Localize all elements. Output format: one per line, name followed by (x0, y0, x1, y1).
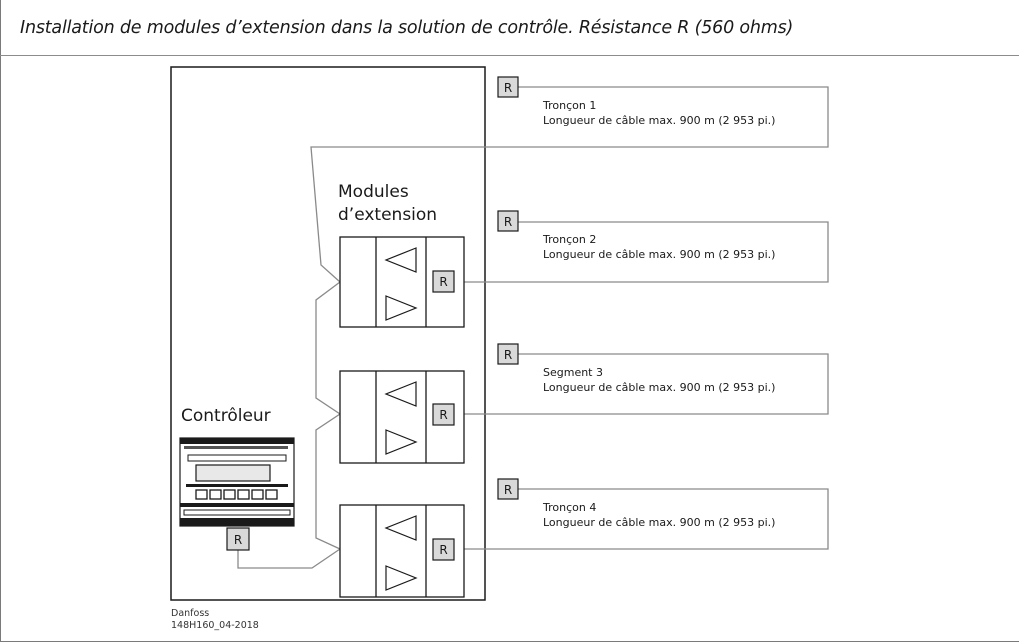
arrow-left-icon (384, 381, 417, 407)
resistor-label: R (439, 408, 447, 422)
extension-module-1 (339, 236, 465, 328)
segment-3-wire (463, 353, 829, 415)
resistor-module-1: R (432, 270, 455, 293)
modules-label-line1: Modules (338, 182, 409, 202)
segment-2-name: Tronçon 2 (542, 233, 596, 246)
segment-4-name: Tronçon 4 (542, 501, 596, 514)
resistor-segment-3: R (497, 343, 519, 365)
resistor-module-2: R (432, 403, 455, 426)
arrow-left-icon (384, 247, 417, 273)
arrow-right-icon (385, 565, 418, 591)
credit-company: Danfoss (171, 608, 209, 619)
segment-1-length: Longueur de câble max. 900 m (2 953 pi.) (543, 114, 775, 127)
resistor-controller: R (226, 527, 250, 551)
resistor-label: R (439, 275, 447, 289)
controller-label: Contrôleur (181, 406, 271, 426)
resistor-label: R (504, 348, 512, 362)
controller-wire (237, 548, 341, 569)
resistor-segment-2: R (497, 210, 519, 232)
resistor-segment-4: R (497, 478, 519, 500)
segment-3-name: Segment 3 (543, 366, 603, 379)
figure-title: Installation de modules d’extension dans… (20, 18, 794, 38)
controller-device-icon (179, 437, 295, 527)
credit-reference: 148H160_04-2018 (171, 620, 259, 631)
resistor-module-3: R (432, 538, 455, 561)
segment-1-name: Tronçon 1 (542, 99, 596, 112)
modules-label-line2: d’extension (338, 205, 437, 225)
resistor-label: R (504, 483, 512, 497)
title-divider (0, 55, 1019, 56)
resistor-label: R (234, 533, 242, 547)
bus-wire-modules (315, 281, 342, 550)
arrow-left-icon (384, 515, 417, 541)
enclosure-box (170, 66, 486, 601)
resistor-label: R (504, 215, 512, 229)
segment-3-length: Longueur de câble max. 900 m (2 953 pi.) (543, 381, 775, 394)
resistor-label: R (439, 543, 447, 557)
segment-4-wire (463, 488, 829, 550)
resistor-label: R (504, 81, 512, 95)
segment-2-wire (463, 221, 829, 283)
arrow-right-icon (385, 295, 418, 321)
arrow-right-icon (385, 429, 418, 455)
resistor-segment-1: R (497, 76, 519, 98)
segment-4-length: Longueur de câble max. 900 m (2 953 pi.) (543, 516, 775, 529)
segment-2-length: Longueur de câble max. 900 m (2 953 pi.) (543, 248, 775, 261)
segment-1-wire (310, 86, 829, 283)
